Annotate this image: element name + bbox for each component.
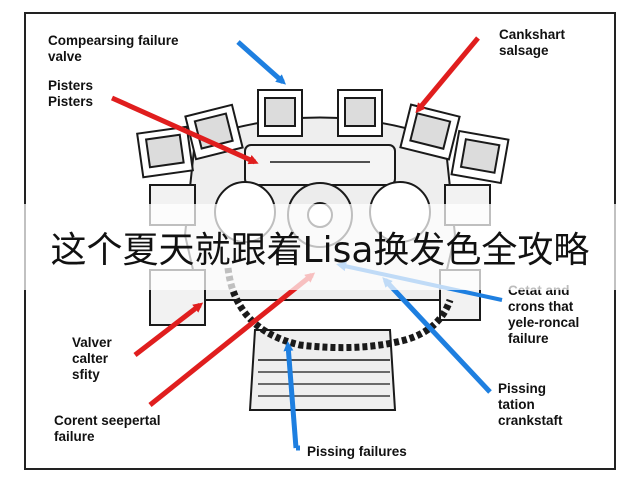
arrow-pissing-tation — [382, 277, 492, 394]
arrow-pisters — [110, 95, 259, 165]
arrow-pissing-failures — [283, 341, 299, 449]
wiring-harness — [224, 267, 454, 352]
label-pisters: Pisters Pisters — [48, 78, 94, 109]
arrow-corent — [148, 272, 316, 407]
caption-banner: 这个夏天就跟着Lisa换发色全攻略 — [0, 204, 640, 290]
arrow-valver — [133, 302, 204, 357]
label-corent: Corent seepertal failure — [54, 413, 161, 444]
label-compressing-valve: Compearsing failure valve — [48, 33, 179, 64]
label-valver: Valver calter sfity — [72, 335, 112, 382]
caption-text: 这个夏天就跟着Lisa换发色全攻略 — [50, 230, 590, 271]
label-pissing-failures: Pissing failures — [307, 444, 407, 459]
label-crankshaft: Cankshart salsage — [499, 27, 566, 58]
label-cetat: Cetat and crons that yele-roncal failure — [508, 283, 580, 346]
label-pissing-tation: Pissing tation crankstaft — [498, 381, 563, 428]
arrow-compressing-valve — [236, 40, 286, 85]
arrow-crankshaft — [415, 36, 480, 114]
